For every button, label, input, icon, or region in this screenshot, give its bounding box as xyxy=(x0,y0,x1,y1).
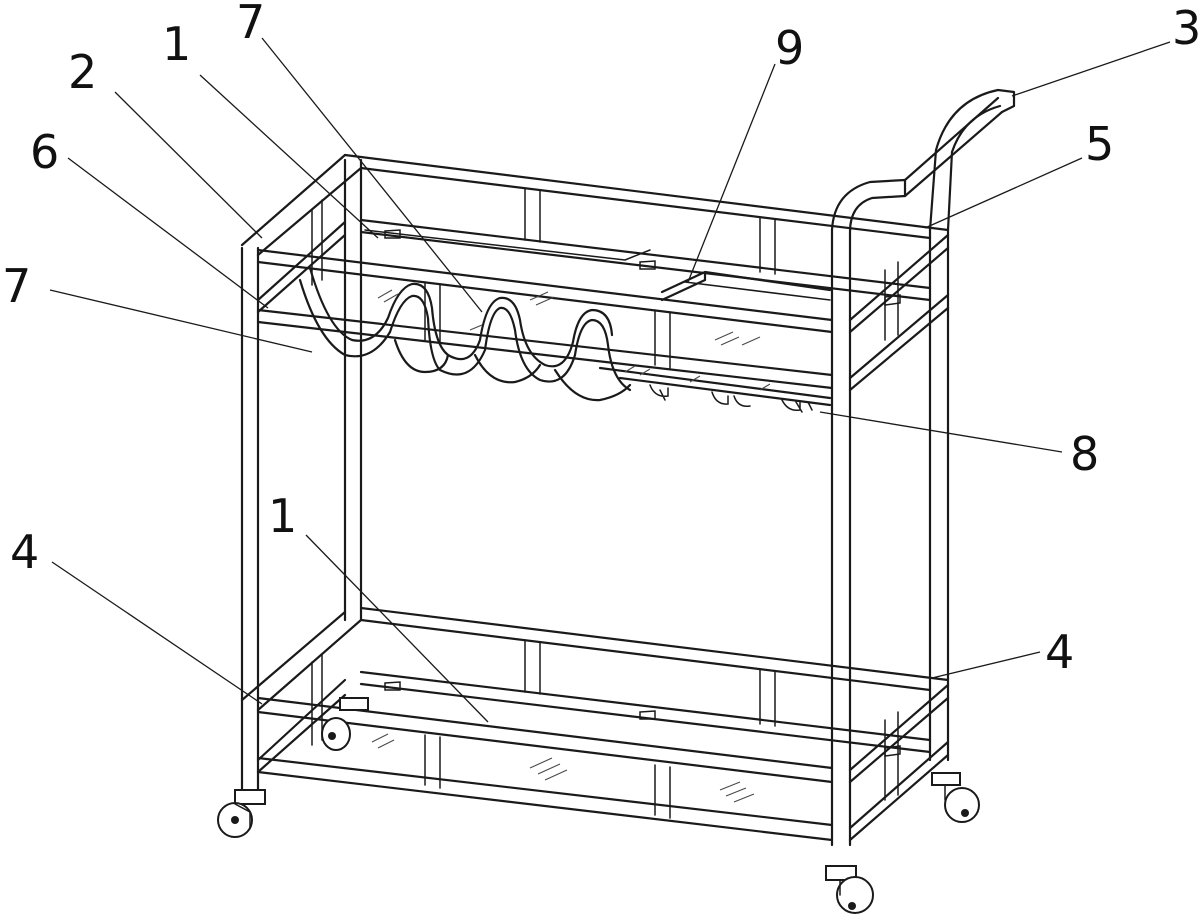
wheel-back-left xyxy=(321,697,369,751)
leader-3 xyxy=(1011,41,1171,97)
glass-hanger-rack xyxy=(598,365,832,413)
upper-left-rail xyxy=(256,220,347,314)
wheel-back-right xyxy=(931,772,980,823)
top-left-rail xyxy=(240,153,363,257)
lower-shelf-brackets xyxy=(384,681,901,757)
bottom-right-rail xyxy=(848,683,950,784)
leader-8 xyxy=(819,411,1063,453)
bottom-left-rail xyxy=(240,610,363,712)
leader-9 xyxy=(687,63,776,283)
leader-4-right xyxy=(931,651,1041,679)
upper-front-rail xyxy=(256,308,834,390)
glass-hatch-upper xyxy=(377,289,761,346)
leader-lines xyxy=(49,37,1171,723)
top-front-rail xyxy=(256,248,834,334)
partition-board xyxy=(660,270,832,302)
label-9: 9 xyxy=(775,21,804,75)
top-frame xyxy=(240,153,950,392)
leader-1-top xyxy=(199,74,379,239)
post-back-right xyxy=(928,228,950,762)
label-6: 6 xyxy=(30,125,59,179)
label-1-top: 1 xyxy=(162,17,191,71)
glass-hatch-lower xyxy=(371,733,755,803)
post-front-right xyxy=(830,243,852,847)
caster-wheels xyxy=(217,697,980,914)
wheel-front-left xyxy=(217,789,266,838)
handle-bar xyxy=(903,96,1004,198)
label-7-top: 7 xyxy=(236,0,265,49)
bottom-frame xyxy=(240,606,950,842)
label-2: 2 xyxy=(68,45,97,99)
hanger-bar xyxy=(598,366,832,407)
wine-holder xyxy=(298,266,761,402)
leader-1-bottom xyxy=(305,534,489,723)
leader-6 xyxy=(67,157,269,309)
hanger-detail xyxy=(624,365,771,391)
wheel-front-right xyxy=(825,865,874,914)
bottom-back-rail xyxy=(359,606,950,692)
push-handle xyxy=(830,88,1016,247)
wine-holder-waves-inner xyxy=(308,266,614,368)
base-front-rail xyxy=(256,756,834,842)
label-4-right: 4 xyxy=(1045,625,1074,679)
label-7-left: 7 xyxy=(2,259,31,313)
post-back-left xyxy=(343,158,363,622)
hanger-hooks xyxy=(649,384,813,413)
lower-shelf xyxy=(371,229,901,803)
base-right-rail xyxy=(848,740,950,842)
label-4-left: 4 xyxy=(10,525,39,579)
label-3: 3 xyxy=(1172,1,1200,55)
wine-holder-lower xyxy=(393,338,632,402)
handle-tube-back xyxy=(928,88,1016,232)
label-5: 5 xyxy=(1085,117,1114,171)
handle-tube-front xyxy=(830,178,907,247)
upper-shelf-plate xyxy=(364,229,831,301)
front-panel-verticals xyxy=(424,281,671,369)
label-8: 8 xyxy=(1070,427,1099,481)
base-left-rail xyxy=(256,678,347,774)
leader-5 xyxy=(924,157,1083,229)
upper-back-rail xyxy=(359,218,932,302)
reference-numbers: 1 2 3 4 4 5 6 7 7 8 9 1 xyxy=(2,0,1200,679)
leader-7-left xyxy=(49,289,313,353)
lower-panel-verticals xyxy=(311,639,899,819)
posts xyxy=(240,158,950,847)
post-front-left xyxy=(240,246,260,792)
leader-7-top xyxy=(261,37,483,313)
upper-shelf-brackets xyxy=(384,229,901,306)
label-1-bottom: 1 xyxy=(268,489,297,543)
leader-4-left xyxy=(51,561,263,705)
top-right-rail xyxy=(848,233,950,334)
upper-right-rail xyxy=(848,293,950,392)
top-back-rail xyxy=(343,153,950,240)
wine-holder-waves-outer xyxy=(298,278,632,392)
leader-2 xyxy=(114,91,263,239)
base-back-rail xyxy=(359,670,932,754)
